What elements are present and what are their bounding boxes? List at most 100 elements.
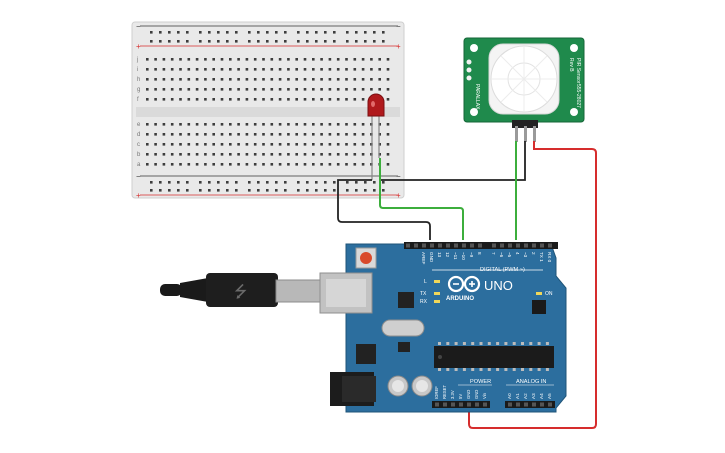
rail-sign-top-left-plus: + <box>136 42 141 51</box>
red-led[interactable] <box>367 93 385 180</box>
chip-pin <box>487 368 491 371</box>
rail-sign-top-right: − <box>396 22 401 31</box>
breadboard-hole <box>312 143 315 146</box>
breadboard-hole <box>262 88 265 91</box>
breadboard-hole <box>245 133 249 136</box>
breadboard-hole <box>320 98 323 101</box>
breadboard-hole <box>212 133 215 136</box>
breadboard-hole <box>336 163 340 166</box>
breadboard-hole <box>253 68 257 71</box>
pir-pin[interactable] <box>524 126 527 142</box>
breadboard-hole <box>345 58 348 61</box>
breadboard-hole <box>262 78 265 81</box>
reset-button[interactable] <box>360 252 372 264</box>
rail-hole <box>346 31 349 34</box>
power-header[interactable] <box>432 401 490 408</box>
breadboard-hole <box>295 98 298 101</box>
breadboard-hole <box>320 153 323 156</box>
breadboard-hole <box>162 88 166 91</box>
rail-hole <box>333 181 336 184</box>
breadboard-hole <box>204 153 207 156</box>
rail-hole <box>248 181 251 184</box>
arduino-logo-icon <box>463 275 481 293</box>
pin-label-a3: A3 <box>531 393 536 399</box>
led-highlight <box>371 101 375 107</box>
breadboard-hole <box>220 143 224 146</box>
breadboard-hole <box>253 163 257 166</box>
board-model: UNO <box>484 278 513 293</box>
breadboard-hole <box>278 58 282 61</box>
pin-label-11: ~11 <box>453 252 458 260</box>
arduino-uno[interactable]: L TX RX ON UNO ARDUINO DIGITAL (PWM ~) A… <box>319 242 567 413</box>
breadboard-hole <box>378 123 381 126</box>
rail-hole <box>306 189 309 192</box>
rail-hole <box>306 40 309 43</box>
pin-label-aref: AREF <box>421 252 426 264</box>
header-pin-hole <box>475 402 479 407</box>
breadboard-hole <box>370 68 373 71</box>
pir-revision: Rev B <box>568 58 574 72</box>
breadboard-hole <box>212 78 215 81</box>
rail-sign-top-left: − <box>136 22 141 31</box>
green-wire-led[interactable] <box>379 158 464 240</box>
breadboard-hole <box>195 58 199 61</box>
center-groove <box>136 107 400 117</box>
rail-hole <box>324 31 327 34</box>
breadboard-hole <box>353 163 357 166</box>
pin-label-reset: RESET <box>442 385 447 399</box>
power-header-holes <box>435 402 487 407</box>
breadboard-hole <box>312 153 315 156</box>
breadboard-hole <box>146 78 149 81</box>
breadboard-hole <box>253 78 257 81</box>
digital-header-label: DIGITAL (PWM ~) <box>480 267 525 273</box>
breadboard-hole <box>270 98 274 101</box>
usb-cable[interactable]: ⭍ <box>160 273 321 307</box>
pin-label-7: 7 <box>491 252 496 255</box>
breadboard-hole <box>328 58 332 61</box>
breadboard-hole <box>229 98 232 101</box>
black-wire-pir-gnd[interactable] <box>380 141 526 181</box>
rail-hole <box>315 181 318 184</box>
breadboard-hole <box>278 163 282 166</box>
breadboard-hole <box>361 68 365 71</box>
breadboard-hole <box>336 153 340 156</box>
pir-pin[interactable] <box>533 126 536 142</box>
breadboard-hole <box>262 123 265 126</box>
rail-hole <box>297 31 300 34</box>
header-pin-hole <box>451 402 455 407</box>
breadboard-hole <box>220 58 224 61</box>
breadboard-hole <box>303 163 307 166</box>
breadboard-hole <box>245 153 249 156</box>
black-wire-gnd[interactable] <box>337 179 431 240</box>
breadboard-hole <box>378 58 381 61</box>
breadboard-hole <box>336 143 340 146</box>
chip-pin <box>504 342 508 345</box>
chip-pin <box>537 368 541 371</box>
header-pin-hole <box>508 402 512 407</box>
digital-header[interactable] <box>404 242 558 249</box>
rail-hole <box>208 31 211 34</box>
breadboard-hole <box>270 78 274 81</box>
breadboard-hole <box>361 88 365 91</box>
chip-pin <box>446 368 450 371</box>
pir-pin[interactable] <box>515 126 518 142</box>
rail-hole <box>284 189 287 192</box>
chip-pin <box>496 368 500 371</box>
breadboard-hole <box>336 98 340 101</box>
breadboard-hole <box>220 153 224 156</box>
rail-hole <box>208 189 211 192</box>
breadboard-hole <box>278 133 282 136</box>
rail-sign-top-right-plus: + <box>396 42 401 51</box>
rail-hole <box>235 40 238 43</box>
led-l-indicator <box>434 280 440 283</box>
breadboard-hole <box>237 58 240 61</box>
red-wire-5v[interactable] <box>468 141 597 429</box>
usb-cable-strain-relief <box>180 278 208 302</box>
breadboard-hole <box>220 68 224 71</box>
row-letter-d: d <box>137 132 140 138</box>
analog-header[interactable] <box>505 401 555 408</box>
pir-sensor[interactable]: PIR Sensor Rev B 555-28027 PARALLAX <box>463 37 585 142</box>
breadboard-hole <box>270 58 274 61</box>
breadboard-hole <box>162 58 166 61</box>
chip-pin <box>496 342 500 345</box>
